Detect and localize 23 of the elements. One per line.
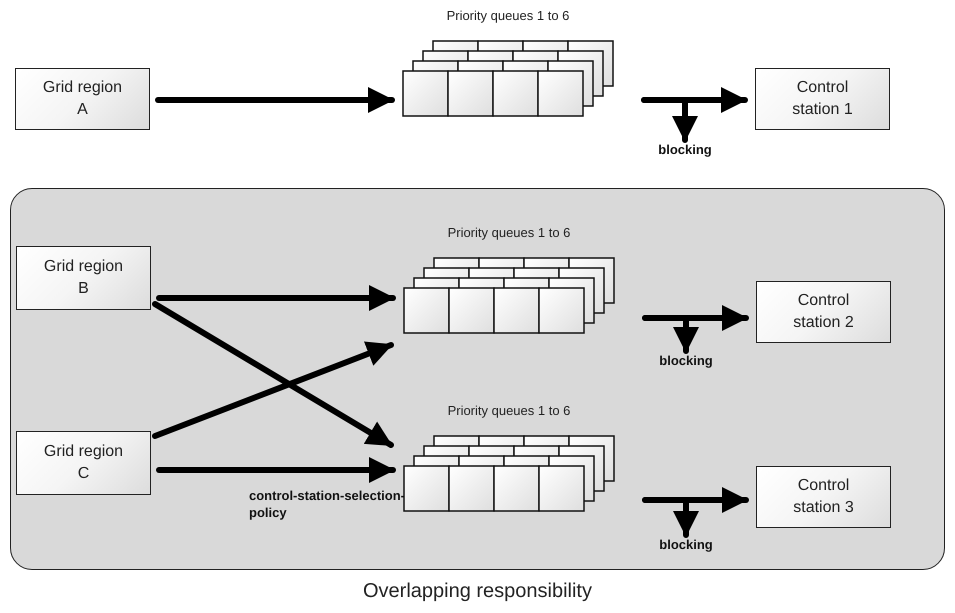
arrow xyxy=(152,342,394,439)
caption: Overlapping responsibility xyxy=(362,580,593,603)
arrow xyxy=(641,97,698,143)
process-box: Grid region C xyxy=(16,431,151,495)
blocking-label: blocking xyxy=(651,353,721,373)
blocking-label: blocking xyxy=(650,142,720,162)
queue-title: Priority queues 1 to 6 xyxy=(446,225,572,240)
edge-label: control-station-selection-policy xyxy=(249,488,406,522)
queue-title: Priority queues 1 to 6 xyxy=(446,403,572,418)
arrow xyxy=(642,315,699,354)
process-box: Grid region B xyxy=(16,246,151,310)
arrow xyxy=(642,497,699,538)
arrow xyxy=(152,301,394,448)
group-panel xyxy=(10,188,945,570)
queue-title: Priority queues 1 to 6 xyxy=(446,8,570,23)
blocking-label: blocking xyxy=(651,537,721,557)
process-box: Grid region A xyxy=(15,68,150,130)
process-box: Control station 1 xyxy=(755,68,890,130)
process-box: Control station 3 xyxy=(756,466,891,528)
arrow xyxy=(155,87,395,113)
arrow xyxy=(156,457,396,483)
arrow xyxy=(156,285,396,311)
process-box: Control station 2 xyxy=(756,281,891,343)
